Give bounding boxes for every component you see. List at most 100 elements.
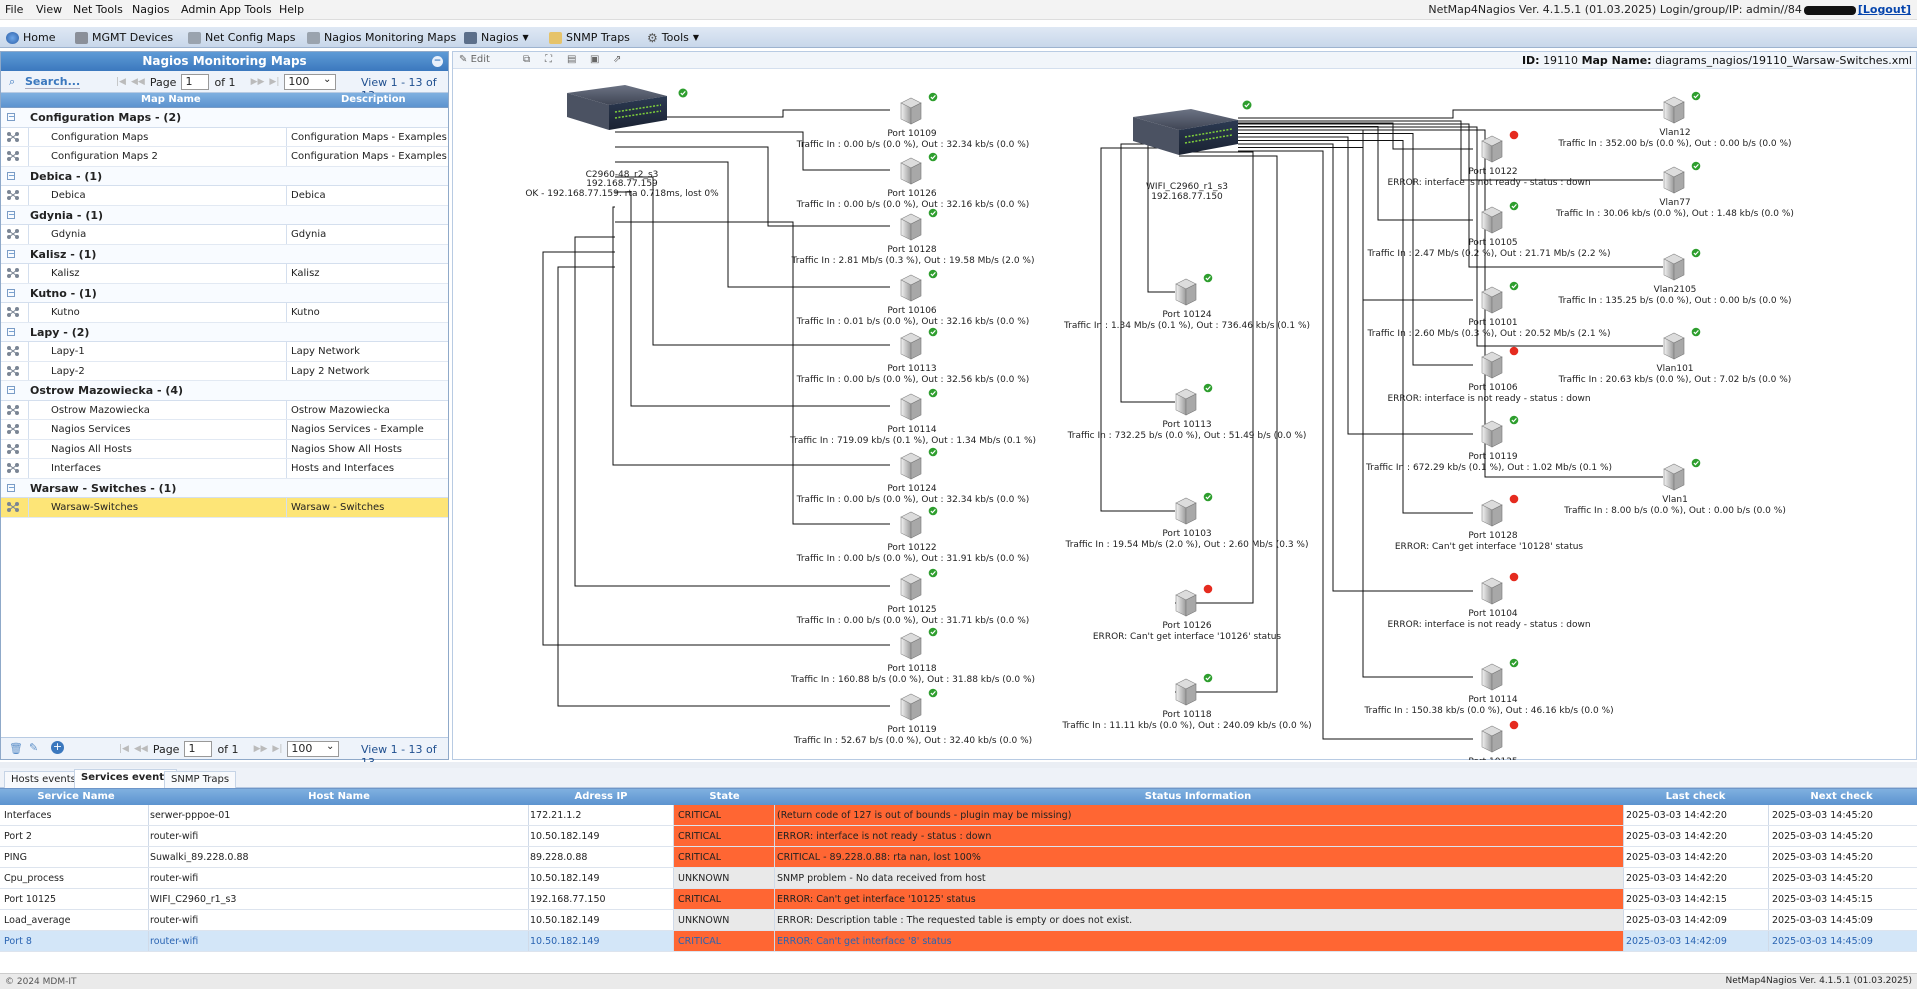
nav-snmp-traps[interactable]: SNMP Traps — [549, 30, 630, 45]
port-node[interactable]: Port 10113Traffic In : 732.25 b/s (0.0 %… — [1067, 384, 1307, 441]
event-row[interactable]: Port 8router-wifi10.50.182.149CRITICALER… — [0, 931, 1917, 952]
first-page-icon[interactable]: |◀ — [116, 77, 126, 87]
nav-nagios-monitoring-maps[interactable]: Nagios Monitoring Maps — [307, 30, 456, 45]
expand-icon[interactable]: − — [7, 386, 15, 394]
copy-icon[interactable]: ⧉ — [523, 54, 530, 65]
expand-icon[interactable]: − — [7, 250, 15, 258]
logout-link[interactable]: [Logout] — [1858, 3, 1911, 16]
collapse-icon[interactable]: − — [432, 56, 443, 67]
search-input[interactable]: Search... — [25, 75, 80, 89]
port-node[interactable]: Port 10114Traffic In : 719.09 kb/s (0.1 … — [789, 389, 1036, 446]
group-row[interactable]: −Kutno - (1) — [1, 284, 448, 304]
port-node[interactable]: Port 10125ERROR: Can't get interface '10… — [1395, 721, 1584, 760]
menu-help[interactable]: Help — [279, 3, 304, 16]
port-node[interactable]: Port 10122Traffic In : 0.00 b/s (0.0 %),… — [796, 507, 1030, 564]
group-row[interactable]: −Lapy - (2) — [1, 323, 448, 343]
switch-c2960-48[interactable]: C2960-48_r2_s3 192.168.77.159 OK - 192.1… — [525, 85, 719, 199]
add-icon[interactable]: + — [51, 741, 64, 754]
prev-page-icon[interactable]: ◀◀ — [134, 744, 148, 754]
expand-icon[interactable]: − — [7, 289, 15, 297]
port-node[interactable]: Port 10125Traffic In : 0.00 b/s (0.0 %),… — [796, 569, 1030, 626]
page-input[interactable]: 1 — [181, 74, 209, 90]
port-node[interactable]: Port 10126Traffic In : 0.00 b/s (0.0 %),… — [796, 153, 1030, 210]
group-row[interactable]: −Kalisz - (1) — [1, 245, 448, 265]
col-state[interactable]: State — [676, 791, 773, 802]
map-row[interactable]: Nagios ServicesNagios Services - Example — [1, 420, 448, 440]
map-row[interactable]: KaliszKalisz — [1, 264, 448, 284]
open-external-icon[interactable]: ⇗ — [613, 54, 621, 65]
map-row[interactable]: Lapy-2Lapy 2 Network — [1, 362, 448, 382]
port-node[interactable]: Port 10114Traffic In : 150.38 kb/s (0.0 … — [1363, 659, 1613, 716]
event-row[interactable]: Port 2router-wifi10.50.182.149CRITICALER… — [0, 826, 1917, 847]
tab-hosts-events[interactable]: Hosts events — [4, 771, 83, 788]
port-node[interactable]: Port 10128Traffic In : 2.81 Mb/s (0.3 %)… — [791, 209, 1035, 266]
nav-mgmt-devices[interactable]: MGMT Devices — [75, 30, 173, 45]
col-service-name[interactable]: Service Name — [4, 791, 148, 802]
menu-file[interactable]: File — [5, 3, 23, 16]
map-row[interactable]: Lapy-1Lapy Network — [1, 342, 448, 362]
switch-wifi-c2960[interactable]: WIFI_C2960_r1_s3 192.168.77.150 — [1133, 101, 1252, 203]
map-row[interactable]: InterfacesHosts and Interfaces — [1, 459, 448, 479]
port-node[interactable]: Port 10128ERROR: Can't get interface '10… — [1395, 495, 1584, 552]
prev-page-icon[interactable]: ◀◀ — [131, 77, 145, 87]
nav-net-config-maps[interactable]: Net Config Maps — [188, 30, 296, 45]
edit-icon[interactable]: ✎ — [29, 741, 38, 754]
map-row[interactable]: Ostrow MazowieckaOstrow Mazowiecka — [1, 401, 448, 421]
map-row[interactable]: GdyniaGdynia — [1, 225, 448, 245]
port-node[interactable]: Port 10124Traffic In : 1.34 Mb/s (0.1 %)… — [1063, 274, 1310, 331]
map-row[interactable]: Nagios All HostsNagios Show All Hosts — [1, 440, 448, 460]
col-last-check[interactable]: Last check — [1623, 791, 1768, 802]
expand-icon[interactable]: − — [7, 172, 15, 180]
map-row[interactable]: KutnoKutno — [1, 303, 448, 323]
nav-home[interactable]: Home — [6, 30, 55, 45]
nav-nagios-dropdown[interactable]: Nagios ▼ — [464, 30, 529, 45]
port-node[interactable]: Port 10119Traffic In : 672.29 kb/s (0.1 … — [1365, 416, 1612, 473]
menu-view[interactable]: View — [36, 3, 62, 16]
delete-icon[interactable]: 🗑 — [9, 742, 23, 755]
col-map-name[interactable]: Map Name — [141, 94, 201, 105]
group-row[interactable]: −Debica - (1) — [1, 167, 448, 187]
expand-icon[interactable]: − — [7, 211, 15, 219]
map-row[interactable]: DebicaDebica — [1, 186, 448, 206]
page-input[interactable]: 1 — [184, 741, 212, 757]
col-address-ip[interactable]: Adress IP — [530, 791, 672, 802]
save-icon[interactable]: ▣ — [590, 54, 599, 65]
rows-per-page-select[interactable]: 100 — [284, 74, 336, 90]
event-row[interactable]: Port 10125WIFI_C2960_r1_s3192.168.77.150… — [0, 889, 1917, 910]
group-row[interactable]: −Ostrow Mazowiecka - (4) — [1, 381, 448, 401]
map-row[interactable]: Warsaw-SwitchesWarsaw - Switches — [1, 498, 448, 518]
map-row[interactable]: Configuration MapsConfiguration Maps - E… — [1, 128, 448, 148]
tab-snmp-traps[interactable]: SNMP Traps — [164, 771, 236, 788]
vlan-node[interactable]: Vlan12Traffic In : 352.00 b/s (0.0 %), O… — [1557, 92, 1791, 149]
group-row[interactable]: −Warsaw - Switches - (1) — [1, 479, 448, 499]
event-row[interactable]: PINGSuwalki_89.228.0.8889.228.0.88CRITIC… — [0, 847, 1917, 868]
port-node[interactable]: Port 10119Traffic In : 52.67 b/s (0.0 %)… — [793, 689, 1032, 746]
event-row[interactable]: Interfacesserwer-pppoe-01172.21.1.2CRITI… — [0, 805, 1917, 826]
col-next-check[interactable]: Next check — [1769, 791, 1914, 802]
col-description[interactable]: Description — [341, 94, 406, 105]
port-node[interactable]: Port 10113Traffic In : 0.00 b/s (0.0 %),… — [796, 328, 1030, 385]
edit-button[interactable]: ✎ Edit — [459, 54, 490, 65]
vlan-node[interactable]: Vlan77Traffic In : 30.06 kb/s (0.0 %), O… — [1555, 162, 1794, 219]
tab-services-events[interactable]: Services events — [74, 769, 177, 788]
nav-tools-dropdown[interactable]: ⚙ Tools ▼ — [647, 30, 699, 45]
port-node[interactable]: Port 10118Traffic In : 160.88 b/s (0.0 %… — [790, 628, 1035, 685]
menu-admin-app-tools[interactable]: Admin App Tools — [181, 3, 272, 16]
map-row[interactable]: Configuration Maps 2Configuration Maps -… — [1, 147, 448, 167]
port-node[interactable]: Port 10118Traffic In : 11.11 kb/s (0.0 %… — [1061, 674, 1311, 731]
event-row[interactable]: Load_averagerouter-wifi10.50.182.149UNKN… — [0, 910, 1917, 931]
col-host-name[interactable]: Host Name — [150, 791, 528, 802]
rows-per-page-select[interactable]: 100 — [287, 741, 339, 757]
port-node[interactable]: Port 10104ERROR: interface is not ready … — [1387, 573, 1590, 630]
menu-net-tools[interactable]: Net Tools — [73, 3, 123, 16]
group-row[interactable]: −Configuration Maps - (2) — [1, 108, 448, 128]
menu-nagios[interactable]: Nagios — [132, 3, 169, 16]
port-node[interactable]: Port 10106Traffic In : 0.01 b/s (0.0 %),… — [796, 270, 1030, 327]
last-page-icon[interactable]: ▶| — [269, 77, 279, 87]
expand-icon[interactable]: − — [7, 484, 15, 492]
port-node[interactable]: Port 10124Traffic In : 0.00 b/s (0.0 %),… — [796, 448, 1030, 505]
group-row[interactable]: −Gdynia - (1) — [1, 206, 448, 226]
fullscreen-icon[interactable]: ⛶ — [545, 54, 552, 65]
first-page-icon[interactable]: |◀ — [119, 744, 129, 754]
expand-icon[interactable]: − — [7, 328, 15, 336]
